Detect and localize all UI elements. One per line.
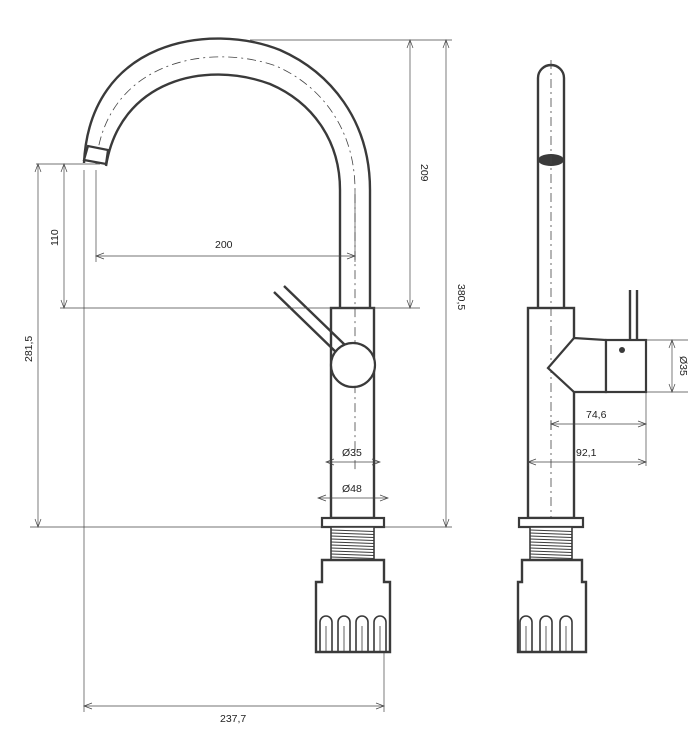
label-total-height: 380,5 <box>455 284 467 310</box>
label-base-diameter: Ø48 <box>342 483 362 495</box>
label-lever-total: 92,1 <box>576 447 597 459</box>
lever-handle <box>273 291 341 357</box>
label-body-diameter: Ø35 <box>342 447 362 459</box>
nut-ribs <box>319 615 387 652</box>
lever-handle-edge <box>283 285 346 346</box>
threaded-shank <box>330 526 375 561</box>
base-plate <box>320 516 386 529</box>
side-mounting-nut <box>516 558 588 654</box>
dimension-labels: 380,5 209 110 281,5 200 Ø35 Ø48 237,7 74… <box>23 164 688 725</box>
side-lever-cap <box>604 338 648 394</box>
side-lever-block <box>546 336 608 394</box>
label-spout-height: 209 <box>418 164 430 182</box>
spout-inner <box>104 73 342 308</box>
side-base-plate <box>517 516 585 529</box>
lever-hub <box>329 341 377 389</box>
front-view <box>82 37 392 654</box>
label-base-to-outlet: 281,5 <box>23 336 35 362</box>
mounting-nut <box>314 558 392 654</box>
label-total-length: 237,7 <box>220 713 246 725</box>
aerator-tip <box>82 144 110 166</box>
side-threaded-shank <box>529 526 573 561</box>
label-lever-height: Ø35 <box>677 356 688 376</box>
spout-centerline <box>95 56 356 470</box>
side-view <box>516 60 648 654</box>
side-nut-ribs <box>519 615 573 652</box>
label-reach: 200 <box>215 239 233 251</box>
label-outlet-height: 110 <box>49 229 61 246</box>
side-lever-screw <box>619 347 625 353</box>
spout-outer <box>82 37 372 308</box>
dimension-lines <box>30 39 688 712</box>
label-lever-reach: 74,6 <box>586 409 607 421</box>
